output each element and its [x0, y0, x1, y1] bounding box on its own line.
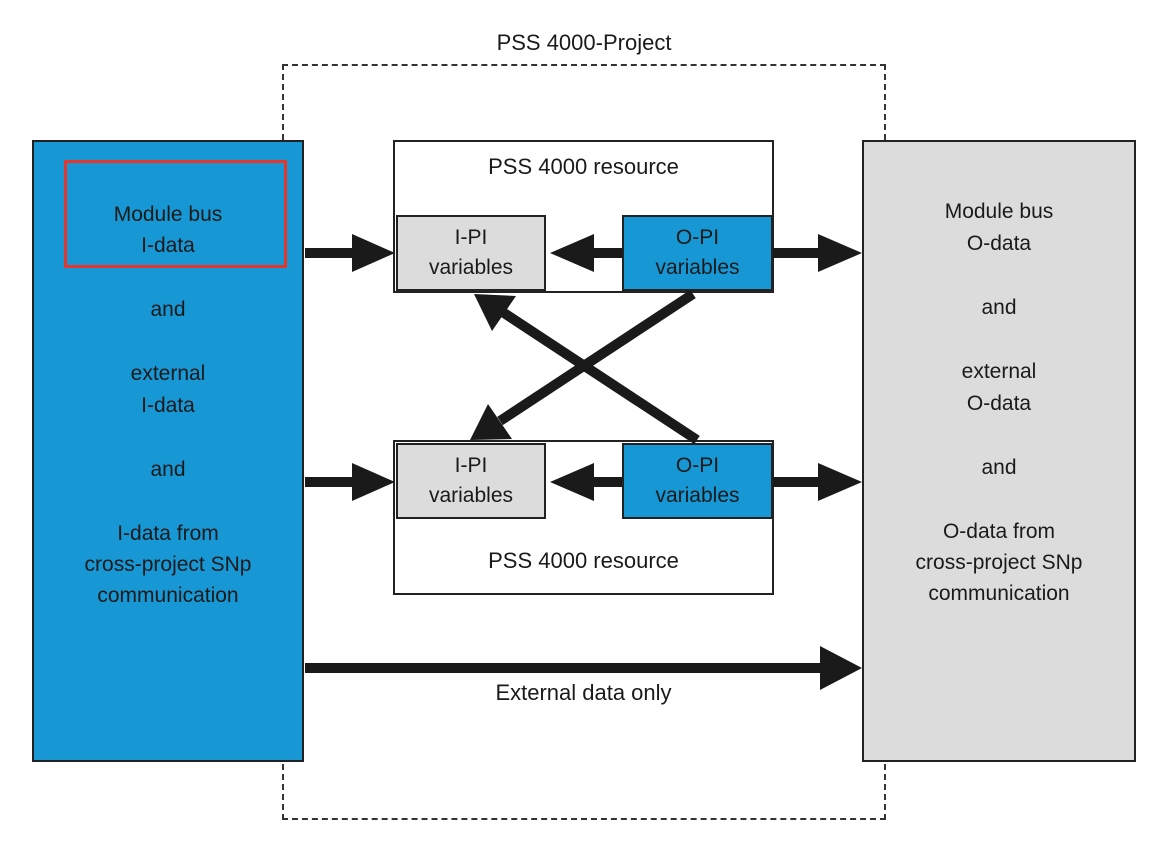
output-module-bus-label: Module bus: [944, 200, 1054, 223]
resource-top-opi-line1: O-PI: [675, 226, 720, 249]
input-i-data-label: I-data: [141, 234, 195, 257]
resource-bottom-ipi-box: I-PI variables: [396, 443, 546, 519]
resource-top-ipi-line2: variables: [428, 256, 514, 279]
arrow-bottom-opi-to-bottom-ipi: [550, 463, 622, 501]
output-o-data-label: O-data: [966, 232, 1032, 255]
input-and-label-1: and: [150, 298, 186, 321]
resource-bottom-ipi-line1: I-PI: [454, 454, 488, 477]
input-and-label-2: and: [150, 458, 186, 481]
project-title-text: PSS 4000-Project: [490, 30, 678, 55]
resource-bottom-opi-line1: O-PI: [675, 454, 720, 477]
resource-bottom-opi-line2: variables: [655, 484, 740, 507]
arrow-bottom-opi-to-top-ipi: [474, 294, 700, 445]
arrow-top-opi-to-bottom-ipi: [470, 289, 696, 440]
output-and-label-2: and: [981, 456, 1017, 479]
project-title: PSS 4000-Project: [282, 30, 886, 56]
input-external-i-data-label: I-data: [141, 394, 195, 417]
input-snp-line-3: communication: [97, 584, 239, 607]
input-external-label: external: [130, 362, 206, 385]
resource-top-ipi-line1: I-PI: [454, 226, 488, 249]
arrow-bottom-opi-to-output: [773, 463, 862, 501]
resource-top-opi-line2: variables: [655, 256, 740, 279]
resource-top-ipi-box: I-PI variables: [396, 215, 546, 291]
output-data-panel: Module bus O-data and external O-data an…: [862, 140, 1136, 762]
arrow-top-opi-to-output: [773, 234, 862, 272]
arrow-input-to-bottom-ipi: [305, 463, 395, 501]
output-snp-line-1: O-data from: [942, 520, 1056, 543]
resource-top-title: PSS 4000 resource: [488, 154, 679, 179]
module-bus-i-data-highlight: [64, 160, 287, 268]
output-snp-line-2: cross-project SNp: [915, 551, 1083, 574]
resource-top-opi-box: O-PI variables: [622, 215, 773, 291]
output-snp-line-3: communication: [928, 582, 1070, 605]
resource-bottom-ipi-line2: variables: [428, 484, 514, 507]
output-external-label: external: [961, 360, 1037, 383]
external-data-only-label: External data only: [495, 680, 672, 705]
arrow-input-to-top-ipi: [305, 234, 395, 272]
input-snp-line-1: I-data from: [117, 522, 219, 545]
output-external-o-data-label: O-data: [966, 392, 1032, 415]
resource-bottom-opi-box: O-PI variables: [622, 443, 773, 519]
input-module-bus-label: Module bus: [113, 203, 223, 226]
output-and-label-1: and: [981, 296, 1017, 319]
arrow-external-data-only: [305, 646, 862, 690]
input-data-panel: Module bus I-data and external I-data an…: [32, 140, 304, 762]
arrow-top-opi-to-top-ipi: [550, 234, 622, 272]
resource-bottom-title: PSS 4000 resource: [488, 548, 679, 573]
input-snp-line-2: cross-project SNp: [84, 553, 252, 576]
